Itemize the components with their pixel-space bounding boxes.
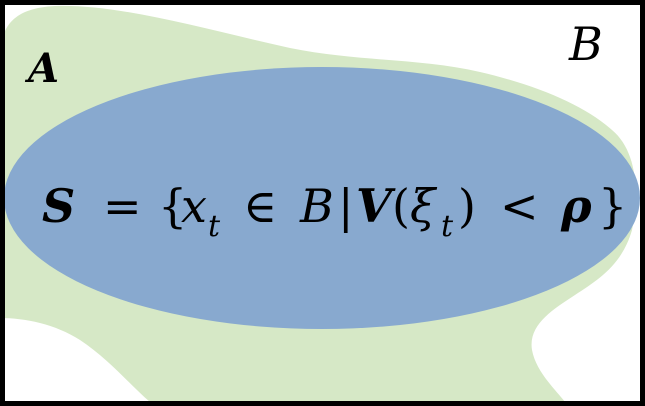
formula-x: x (181, 179, 207, 233)
formula-eq: = (103, 179, 142, 233)
formula-lparen: ( (392, 179, 410, 233)
region-S (4, 67, 640, 329)
label-B: B (568, 17, 603, 71)
formula-xi: ξ (410, 179, 438, 233)
formula-bar: | (338, 179, 354, 233)
formula-rparen: ) (458, 179, 476, 233)
formula-xi-subscript: t (441, 209, 454, 244)
formula-lt: < (500, 179, 539, 233)
set-S-definition: S = { x t ∈ B | V ( ξ t ) < ρ } (42, 179, 627, 247)
formula-lbrace: { (158, 179, 187, 233)
formula-in: ∈ (243, 179, 277, 233)
formula-V: V (356, 179, 396, 233)
formula-rbrace: } (598, 179, 627, 233)
formula-x-subscript: t (208, 209, 221, 244)
label-S: S (42, 179, 75, 233)
label-A: A (24, 45, 59, 92)
formula-B: B (299, 179, 334, 233)
formula-rho: ρ (560, 179, 592, 233)
